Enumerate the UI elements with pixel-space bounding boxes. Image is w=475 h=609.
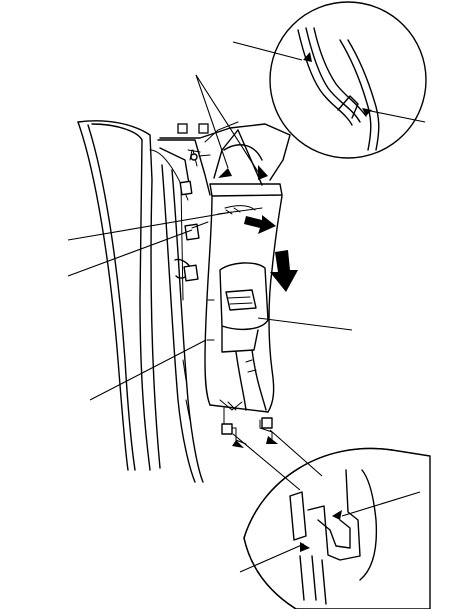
leader-lines [67, 41, 426, 573]
seat-belt-retractor [219, 262, 269, 411]
callout-box-b [198, 123, 209, 134]
door-opening-pillar [77, 120, 239, 483]
callout-label-group [177, 123, 209, 134]
pillar-trim-panel [191, 195, 283, 448]
upper-clip-detail [269, 1, 427, 159]
callout-box-a [177, 123, 188, 134]
lower-clip-detail [243, 447, 431, 609]
pull-direction-arrow [225, 207, 298, 292]
